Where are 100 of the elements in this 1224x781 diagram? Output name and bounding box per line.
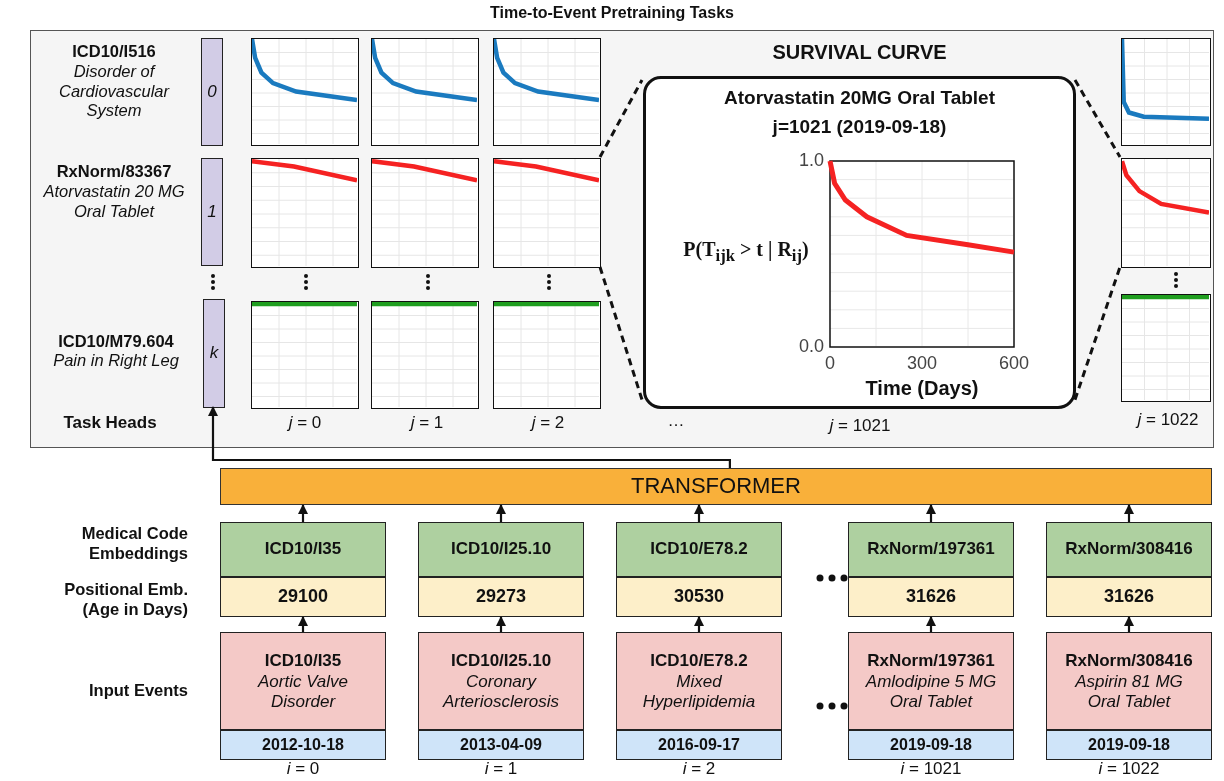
date-text: 2012-10-18 xyxy=(262,735,344,755)
arrow xyxy=(298,504,308,522)
age-value: 30530 xyxy=(673,586,725,608)
arrow xyxy=(208,406,731,468)
zoom-guide-line xyxy=(1073,266,1122,401)
event-description: Aortic Valve Disorder xyxy=(256,671,350,713)
survival-chart xyxy=(371,158,479,268)
date-text: 2019-09-18 xyxy=(1088,735,1170,755)
head-index: 1 xyxy=(207,201,217,223)
date-text: 2013-04-09 xyxy=(460,735,542,755)
code-label: ICD10/I516 xyxy=(71,42,157,62)
row-heading: Task Heads xyxy=(62,413,158,434)
index-label: i = 1 xyxy=(483,759,519,780)
code-description: Pain in Right Leg xyxy=(52,351,180,372)
diagram-title: Time-to-Event Pretraining Tasks xyxy=(489,4,735,22)
tick-label: 0 xyxy=(824,353,836,374)
arrow xyxy=(1124,504,1134,522)
code-text: ICD10/I25.10 xyxy=(450,651,552,672)
event-box xyxy=(220,632,386,730)
embedding-box xyxy=(220,522,386,577)
age-box xyxy=(418,577,584,617)
tick-label: 600 xyxy=(997,353,1030,374)
axis-title: Time (Days) xyxy=(864,377,980,400)
panel-background xyxy=(30,30,1214,448)
tick-label: 1.0 xyxy=(797,150,824,171)
head-index: 0 xyxy=(207,81,217,103)
zoom-callout-box xyxy=(643,76,1076,409)
code-text: ICD10/I25.10 xyxy=(450,539,552,560)
survival-chart xyxy=(251,38,359,146)
survival-chart xyxy=(493,301,601,409)
arrow xyxy=(496,616,506,632)
transformer-label: TRANSFORMER xyxy=(631,473,801,500)
age-box xyxy=(220,577,386,617)
embedding-box xyxy=(1046,522,1212,577)
index-label: i = 1022 xyxy=(1097,759,1161,780)
index-label: i = 1021 xyxy=(899,759,963,780)
date-text: 2019-09-18 xyxy=(890,735,972,755)
age-box xyxy=(848,577,1014,617)
code-label: ICD10/M79.604 xyxy=(57,331,175,352)
event-description: Coronary Arteriosclerosis xyxy=(441,671,561,713)
row-label: Medical Code Embeddings xyxy=(80,524,188,564)
arrow xyxy=(694,616,704,632)
arrow xyxy=(926,616,936,632)
code-text: ICD10/E78.2 xyxy=(650,651,748,672)
embedding-box xyxy=(418,522,584,577)
age-value: 29100 xyxy=(277,586,329,608)
code-text: RxNorm/308416 xyxy=(1065,651,1193,672)
section-heading: SURVIVAL CURVE xyxy=(771,41,948,64)
age-value: 31626 xyxy=(1103,586,1155,608)
survival-chart xyxy=(371,301,479,409)
survival-chart xyxy=(251,158,359,268)
index-label: j = 1021 xyxy=(826,416,892,437)
code-description: Disorder of Cardiovascular System xyxy=(57,61,171,122)
survival-chart xyxy=(493,158,601,268)
index-label: i = 0 xyxy=(285,759,321,780)
zoom-guide-line xyxy=(598,266,644,401)
age-value: 31626 xyxy=(905,586,957,608)
index-label: … xyxy=(666,411,686,432)
tick-label: 300 xyxy=(905,353,938,374)
callout-title: j=1021 (2019-09-18) xyxy=(771,116,948,139)
survival-chart xyxy=(493,38,601,146)
arrow xyxy=(1124,616,1134,632)
event-description: Amlodipine 5 MG Oral Tablet xyxy=(864,671,998,713)
code-text: RxNorm/308416 xyxy=(1065,539,1193,560)
survival-chart xyxy=(1121,38,1211,146)
task-head-bar xyxy=(201,38,223,146)
event-description: Aspirin 81 MG Oral Tablet xyxy=(1073,671,1184,713)
code-label: RxNorm/83367 xyxy=(55,162,173,182)
tick-label: 0.0 xyxy=(797,336,824,357)
date-text: 2016-09-17 xyxy=(658,735,740,755)
date-box xyxy=(418,730,584,760)
row-label: Input Events xyxy=(88,681,188,701)
event-description: Mixed Hyperlipidemia xyxy=(641,671,757,713)
code-text: RxNorm/197361 xyxy=(867,539,995,560)
axis-title: P(T$_{ijk}$ > t | R$_{ij}$) xyxy=(682,238,810,266)
age-value: 29273 xyxy=(475,586,527,608)
index-label: j = 1022 xyxy=(1134,410,1200,431)
index-label: i = 2 xyxy=(681,759,717,780)
event-box xyxy=(616,632,782,730)
zoom-guide-line xyxy=(1073,79,1122,158)
task-head-bar xyxy=(201,158,223,266)
code-text: ICD10/I35 xyxy=(264,539,342,560)
zoom-guide-line xyxy=(598,79,644,158)
arrow xyxy=(496,504,506,522)
arrow xyxy=(694,504,704,522)
row-label: Positional Emb. (Age in Days) xyxy=(63,580,188,620)
index-label: j = 1 xyxy=(408,413,445,434)
index-label: j = 0 xyxy=(286,413,323,434)
embedding-box xyxy=(616,522,782,577)
date-box xyxy=(220,730,386,760)
event-box xyxy=(848,632,1014,730)
age-box xyxy=(1046,577,1212,617)
code-text: RxNorm/197361 xyxy=(867,651,995,672)
code-text: ICD10/I35 xyxy=(264,651,342,672)
age-box xyxy=(616,577,782,617)
code-description: Atorvastatin 20 MG Oral Tablet xyxy=(42,181,186,222)
embedding-box xyxy=(848,522,1014,577)
arrow xyxy=(298,616,308,632)
survival-chart xyxy=(1121,294,1211,402)
survival-chart xyxy=(1121,158,1211,268)
